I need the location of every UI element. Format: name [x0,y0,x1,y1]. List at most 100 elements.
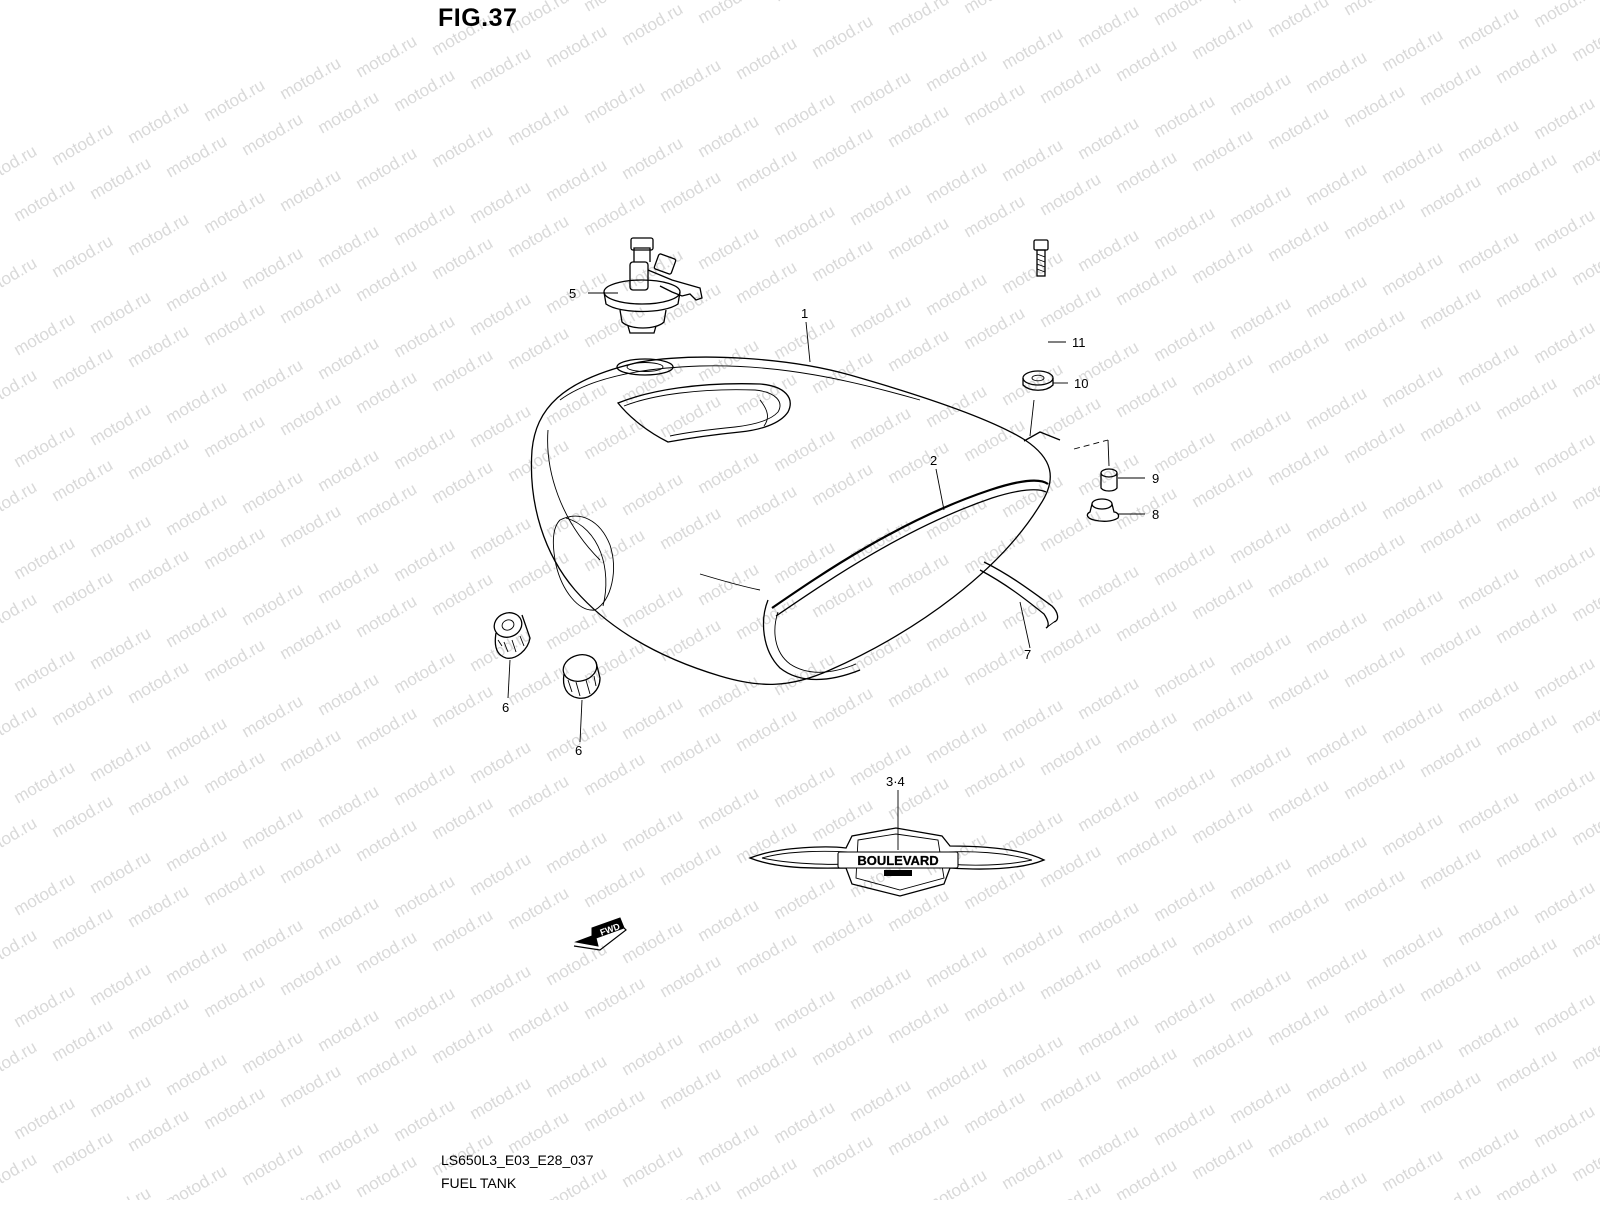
watermark-text: motod.ru [1379,1145,1447,1195]
watermark-text: motod.ru [277,837,345,887]
watermark-text: motod.ru [467,513,535,563]
watermark-text: motod.ru [201,411,269,461]
watermark-text: motod.ru [391,535,459,585]
watermark-text: motod.ru [0,1149,40,1199]
watermark-text: motod.ru [961,79,1029,129]
watermark-text: motod.ru [733,481,801,531]
watermark-text: motod.ru [1417,1179,1485,1200]
watermark-text: motod.ru [1227,181,1295,231]
watermark-text: motod.ru [11,533,79,583]
watermark-text: motod.ru [619,1141,687,1191]
watermark-text: motod.ru [1531,765,1599,815]
watermark-text: motod.ru [771,1097,839,1147]
watermark-text: motod.ru [353,367,421,417]
watermark-text: motod.ru [581,0,649,15]
watermark-text: motod.ru [1455,115,1523,165]
watermark-text: motod.ru [1113,819,1181,869]
watermark-text: motod.ru [0,589,40,639]
watermark-text: motod.ru [505,659,573,709]
watermark-text: motod.ru [847,291,915,341]
watermark-text: motod.ru [467,177,535,227]
watermark-text: motod.ru [999,695,1067,745]
watermark-text: motod.ru [1569,127,1600,177]
watermark-text: motod.ru [87,153,155,203]
watermark-text: motod.ru [391,311,459,361]
watermark-text: motod.ru [49,679,117,729]
watermark-text: motod.ru [505,99,573,149]
watermark-text: motod.ru [809,907,877,957]
watermark-text: motod.ru [619,917,687,967]
watermark-text: motod.ru [1531,653,1599,703]
watermark-text: motod.ru [201,187,269,237]
watermark-text: motod.ru [695,895,763,945]
watermark-text: motod.ru [847,627,915,677]
watermark-text: motod.ru [1189,797,1257,847]
watermark-text: motod.ru [809,571,877,621]
watermark-text: motod.ru [1455,451,1523,501]
watermark-text: motod.ru [809,459,877,509]
watermark-text: motod.ru [239,243,307,293]
watermark-text: motod.ru [1189,237,1257,287]
watermark-text: motod.ru [1151,987,1219,1037]
watermark-text: motod.ru [1303,1167,1371,1200]
watermark-text: motod.ru [1531,205,1599,255]
watermark-text: motod.ru [885,325,953,375]
watermark-text: motod.ru [87,735,155,785]
watermark-text: motod.ru [0,891,2,941]
watermark-text: motod.ru [657,951,725,1001]
watermark-text: motod.ru [163,713,231,763]
watermark-text: motod.ru [1227,405,1295,455]
watermark-text: motod.ru [1075,673,1143,723]
watermark-text: motod.ru [619,805,687,855]
watermark-text: motod.ru [1569,463,1600,513]
watermark-text: motod.ru [885,213,953,263]
watermark-text: motod.ru [543,827,611,877]
watermark-text: motod.ru [277,613,345,663]
watermark-text: motod.ru [1493,1157,1561,1200]
watermark-text: motod.ru [1493,37,1561,87]
watermark-text: motod.ru [0,1115,2,1165]
figure-name: FUEL TANK [441,1175,516,1191]
watermark-text: motod.ru [1151,427,1219,477]
watermark-text: motod.ru [1379,921,1447,971]
watermark-text: motod.ru [695,0,763,27]
watermark-text: motod.ru [1303,719,1371,769]
watermark-text: motod.ru [0,1003,2,1053]
watermark-text: motod.ru [847,67,915,117]
watermark-text: motod.ru [733,593,801,643]
watermark-text: motod.ru [771,0,839,5]
watermark-text: motod.ru [125,993,193,1043]
watermark-text: motod.ru [809,795,877,845]
watermark-text: motod.ru [581,973,649,1023]
watermark-text: motod.ru [581,413,649,463]
watermark-text: motod.ru [733,1041,801,1091]
watermark-text: motod.ru [0,555,2,605]
watermark-text: motod.ru [87,623,155,673]
watermark-text: motod.ru [961,1087,1029,1137]
figure-title: FIG.37 [438,4,517,33]
watermark-text: motod.ru [923,157,991,207]
watermark-text: motod.ru [1455,787,1523,837]
watermark-text: motod.ru [1379,137,1447,187]
watermark-text: motod.ru [999,919,1067,969]
watermark-text: motod.ru [847,1075,915,1125]
watermark-text: motod.ru [885,549,953,599]
watermark-text: motod.ru [771,537,839,587]
watermark-text: motod.ru [87,847,155,897]
callout-2: 2 [930,453,937,468]
watermark-text: motod.ru [87,1071,155,1121]
watermark-text: motod.ru [1189,1133,1257,1183]
watermark-text: motod.ru [163,489,231,539]
watermark-text: motod.ru [1303,383,1371,433]
watermark-text: motod.ru [1075,1121,1143,1171]
watermark-text: motod.ru [353,255,421,305]
watermark-text: motod.ru [809,683,877,733]
watermark-text: motod.ru [1455,899,1523,949]
watermark-text: motod.ru [467,401,535,451]
watermark-text: motod.ru [695,111,763,161]
watermark-text: motod.ru [239,1139,307,1189]
watermark-text: motod.ru [1379,585,1447,635]
watermark-text: motod.ru [847,963,915,1013]
callout-8: 8 [1152,507,1159,522]
